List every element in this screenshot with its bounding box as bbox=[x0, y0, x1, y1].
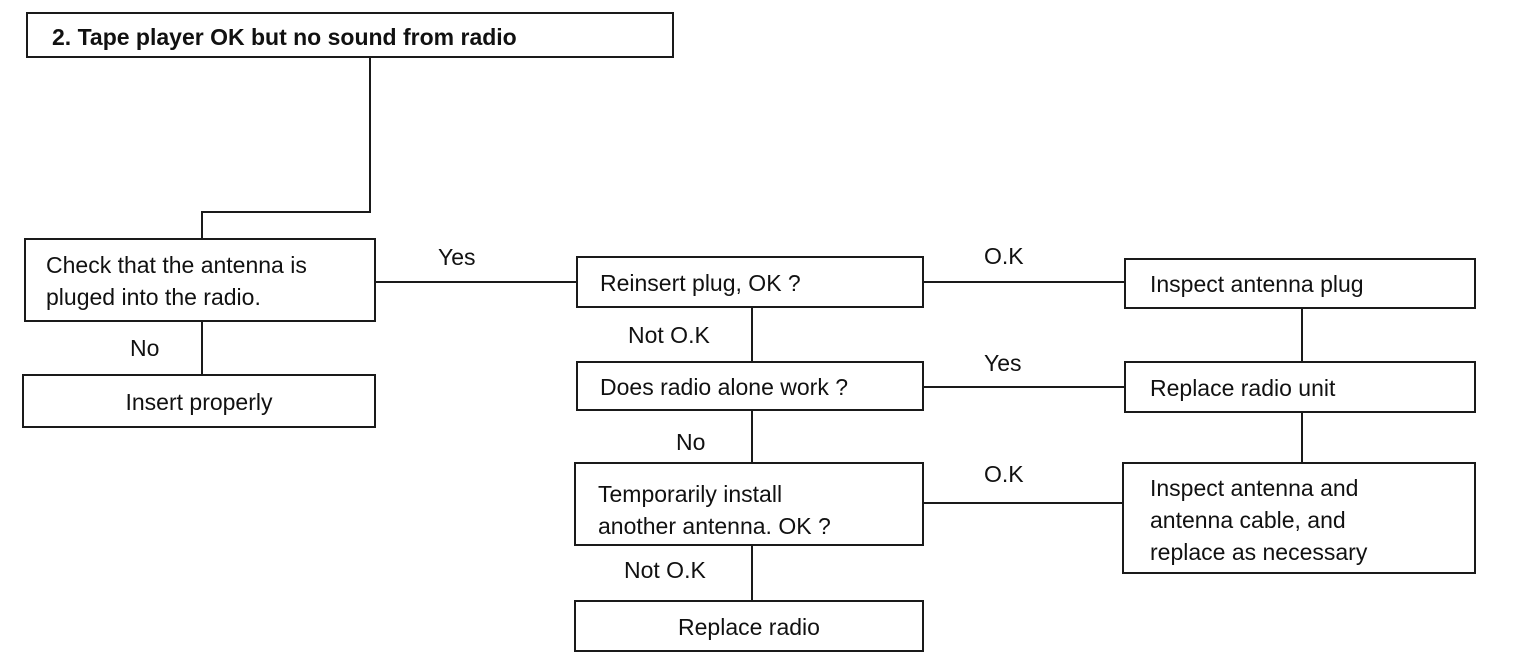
edge-label-not-ok-reinsert: Not O.K bbox=[628, 322, 710, 348]
node-inspect-cable-text: Inspect antenna and antenna cable, and r… bbox=[1150, 475, 1368, 565]
node-radio-alone-text: Does radio alone work ? bbox=[600, 374, 849, 400]
node-replace-unit-text: Replace radio unit bbox=[1150, 375, 1336, 401]
node-temp-antenna-text: Temporarily install another antenna. OK … bbox=[598, 481, 831, 539]
edge-label-ok-reinsert: O.K bbox=[984, 243, 1024, 269]
node-replace-radio-text: Replace radio bbox=[678, 614, 820, 640]
node-inspect-cable: Inspect antenna and antenna cable, and r… bbox=[1122, 462, 1476, 574]
node-check-antenna-text: Check that the antenna is pluged into th… bbox=[46, 252, 307, 310]
node-check-antenna: Check that the antenna is pluged into th… bbox=[24, 238, 376, 322]
edge-label-ok-temp: O.K bbox=[984, 461, 1024, 487]
node-radio-alone: Does radio alone work ? bbox=[576, 361, 924, 411]
node-replace-unit: Replace radio unit bbox=[1124, 361, 1476, 413]
node-inspect-plug-text: Inspect antenna plug bbox=[1150, 271, 1364, 297]
node-insert-properly-text: Insert properly bbox=[125, 389, 273, 415]
node-inspect-plug: Inspect antenna plug bbox=[1124, 258, 1476, 309]
node-reinsert-plug: Reinsert plug, OK ? bbox=[576, 256, 924, 308]
node-reinsert-plug-text: Reinsert plug, OK ? bbox=[600, 270, 801, 296]
edge-label-not-ok-temp: Not O.K bbox=[624, 557, 706, 583]
edge-label-yes-check: Yes bbox=[438, 244, 476, 270]
edge-label-yes-radio-alone: Yes bbox=[984, 350, 1022, 376]
node-temp-antenna: Temporarily install another antenna. OK … bbox=[574, 462, 924, 546]
flowchart-title: 2. Tape player OK but no sound from radi… bbox=[26, 12, 674, 58]
connector-title-to-check bbox=[201, 58, 371, 238]
edge-label-no-check: No bbox=[130, 335, 160, 361]
node-insert-properly: Insert properly bbox=[22, 374, 376, 428]
edge-label-no-radio-alone: No bbox=[676, 429, 706, 455]
node-replace-radio: Replace radio bbox=[574, 600, 924, 652]
flowchart-title-text: 2. Tape player OK but no sound from radi… bbox=[52, 24, 517, 50]
